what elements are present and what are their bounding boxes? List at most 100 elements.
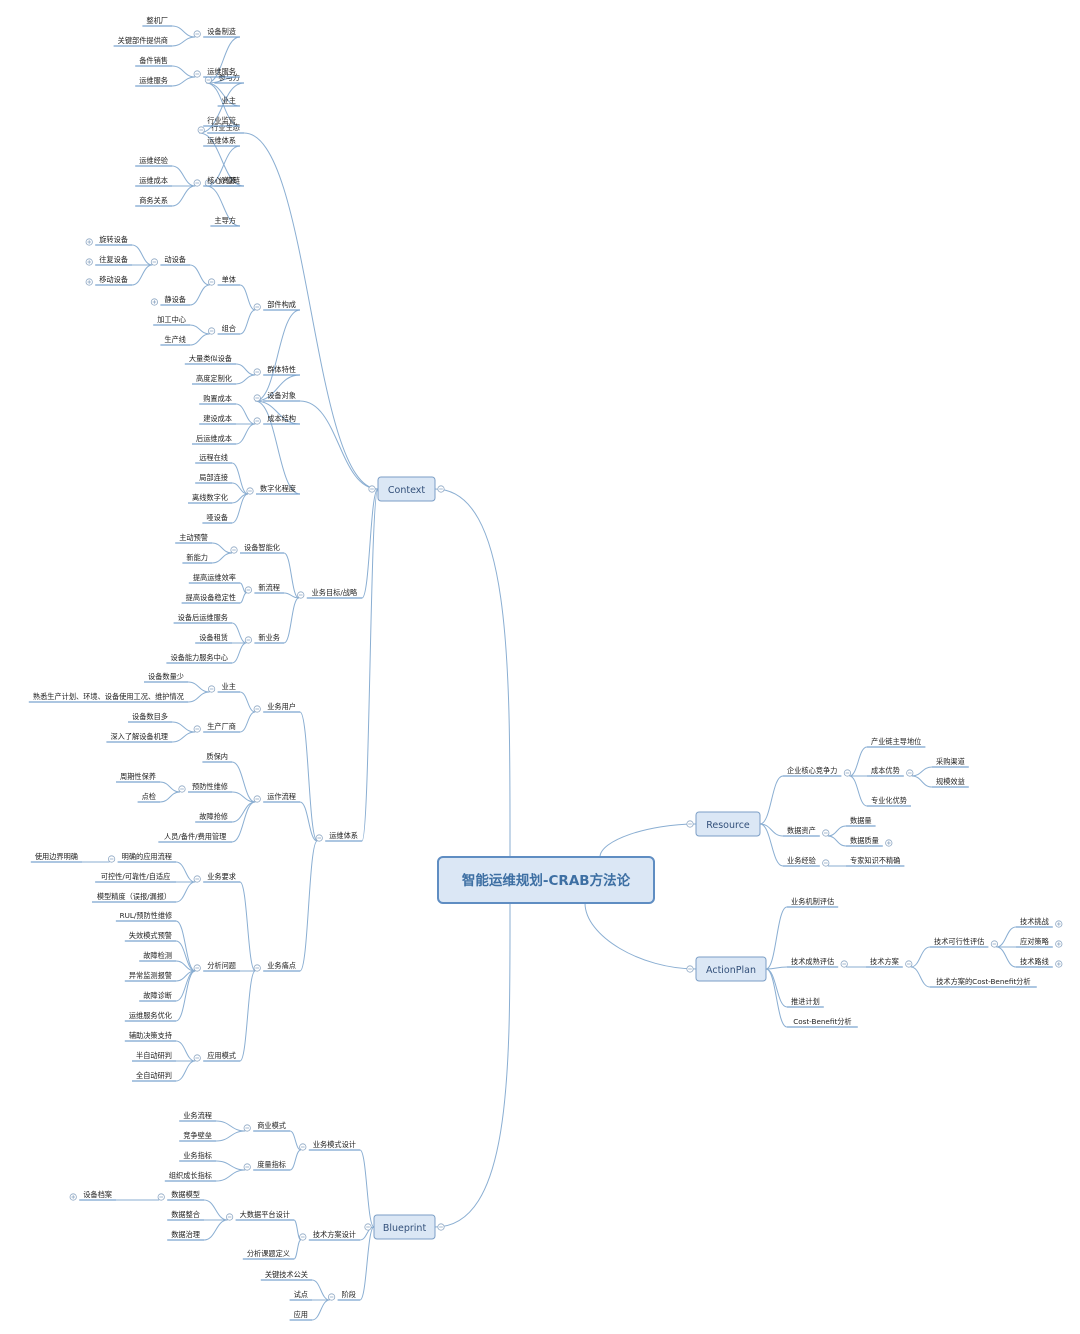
collapse-toggle-icon[interactable] <box>253 795 261 803</box>
collapse-toggle-icon[interactable] <box>297 591 305 599</box>
topic-context-3-1-1-1[interactable]: 点检 <box>137 792 160 803</box>
topic-context-3-2-1-2[interactable]: 故障检测 <box>139 951 176 962</box>
collapse-toggle-icon[interactable] <box>208 278 216 286</box>
topic-actionplan-1-0-1[interactable]: 技术方案的Cost-Benefit分析 <box>930 977 1037 988</box>
topic-blueprint-0-1[interactable]: 度量指标 <box>243 1160 290 1171</box>
topic-blueprint-2[interactable]: 阶段 <box>327 1290 360 1301</box>
topic-context-3-2-1-3[interactable]: 异常监测报警 <box>124 971 176 982</box>
topic-context-2[interactable]: 业务目标/战略 <box>297 588 362 599</box>
topic-context-1-3-2[interactable]: 离线数字化 <box>188 493 232 504</box>
branch-blueprint[interactable]: Blueprint <box>373 1214 436 1240</box>
topic-context-1-0-1-0[interactable]: 加工中心 <box>153 315 190 326</box>
expand-toggle-icon[interactable] <box>885 839 893 847</box>
topic-context-1-1[interactable]: 群体特性 <box>253 365 300 376</box>
topic-actionplan-3[interactable]: Cost-Benefit分析 <box>787 1017 858 1028</box>
expand-toggle-icon[interactable] <box>85 258 93 266</box>
topic-blueprint-1-0-0-0[interactable]: 设备档案 <box>69 1190 116 1201</box>
topic-actionplan-1[interactable]: 技术成熟评估 <box>787 957 848 968</box>
topic-actionplan-1-0-0-1[interactable]: 应对策略 <box>1016 937 1063 948</box>
collapse-toggle-icon[interactable] <box>193 964 201 972</box>
topic-context-1-0-1-1[interactable]: 生产线 <box>160 335 190 346</box>
topic-context-0-0-3[interactable]: 行业监管 <box>203 116 240 127</box>
topic-context-3-2-0-1[interactable]: 可控性/可靠性/自适应 <box>95 872 176 883</box>
topic-context-2-0[interactable]: 设备智能化 <box>230 543 284 554</box>
topic-actionplan-0[interactable]: 业务机制评估 <box>787 897 839 908</box>
collapse-toggle-icon[interactable] <box>327 1293 336 1301</box>
topic-context-0-0-1-1[interactable]: 运维服务 <box>135 76 172 87</box>
topic-context-1-1-1[interactable]: 高度定制化 <box>192 374 236 385</box>
topic-resource-0-1-0[interactable]: 采购渠道 <box>932 757 969 768</box>
topic-context-0-1-1[interactable]: 核心资源 <box>193 176 240 187</box>
collapse-toggle-icon[interactable] <box>364 1223 372 1231</box>
collapse-toggle-icon[interactable] <box>253 303 261 311</box>
topic-actionplan-1-0-0-0[interactable]: 技术挑战 <box>1016 917 1063 928</box>
topic-context-3[interactable]: 运维体系 <box>315 831 362 842</box>
topic-context-1-0[interactable]: 部件构成 <box>253 300 300 311</box>
branch-resource[interactable]: Resource <box>695 811 761 837</box>
topic-resource-0-0[interactable]: 产业链主导地位 <box>867 737 926 748</box>
topic-context-1-3[interactable]: 数字化程度 <box>246 484 300 495</box>
topic-context-3-2-0-0[interactable]: 明确的应用流程 <box>108 852 176 863</box>
topic-context-3-2-1-1[interactable]: 失效模式预警 <box>124 931 176 942</box>
topic-blueprint-2-0[interactable]: 关键技术公关 <box>260 1270 312 1281</box>
collapse-toggle-icon[interactable] <box>108 855 116 863</box>
collapse-toggle-icon[interactable] <box>840 960 848 968</box>
collapse-toggle-icon[interactable] <box>193 1054 201 1062</box>
collapse-toggle-icon[interactable] <box>437 485 445 493</box>
topic-context-3-1-3[interactable]: 人员/备件/费用管理 <box>158 832 232 843</box>
topic-context-1-0-0-0-2[interactable]: 移动设备 <box>85 275 132 286</box>
topic-context-3-2-2-2[interactable]: 全自动研判 <box>132 1071 176 1082</box>
topic-context-3-2-1-0[interactable]: RUL/预防性维修 <box>115 911 176 922</box>
collapse-toggle-icon[interactable] <box>208 685 216 693</box>
topic-context-0-1-1-0[interactable]: 运维经验 <box>135 156 172 167</box>
collapse-toggle-icon[interactable] <box>299 1233 307 1241</box>
collapse-toggle-icon[interactable] <box>193 875 201 883</box>
topic-blueprint-0-0[interactable]: 商业模式 <box>243 1121 290 1132</box>
topic-context-2-1[interactable]: 新流程 <box>244 583 284 594</box>
topic-blueprint-1-0-2[interactable]: 数据治理 <box>167 1230 204 1241</box>
topic-resource-0[interactable]: 企业核心竞争力 <box>783 766 852 777</box>
topic-context-0[interactable]: 行业生态 <box>197 123 244 134</box>
topic-context-3-2-0[interactable]: 业务要求 <box>193 872 240 883</box>
topic-context-2-2-1[interactable]: 设备租赁 <box>195 633 232 644</box>
collapse-toggle-icon[interactable] <box>843 769 852 777</box>
collapse-toggle-icon[interactable] <box>243 1124 251 1132</box>
collapse-toggle-icon[interactable] <box>246 487 254 495</box>
branch-context[interactable]: Context <box>377 476 436 502</box>
topic-context-1-3-0[interactable]: 远程在线 <box>195 453 232 464</box>
topic-context-0-1-1-1[interactable]: 运维成本 <box>135 176 172 187</box>
topic-context-3-0-1-0[interactable]: 设备数目多 <box>128 712 172 723</box>
topic-context-3-0-0-1[interactable]: 熟悉生产计划、环境、设备使用工况、维护情况 <box>28 692 188 703</box>
collapse-toggle-icon[interactable] <box>243 1163 251 1171</box>
topic-actionplan-1-0[interactable]: 技术方案 <box>866 957 913 968</box>
topic-context-2-0-1[interactable]: 新能力 <box>182 553 212 564</box>
topic-blueprint-1-0[interactable]: 大数据平台设计 <box>226 1210 294 1221</box>
topic-actionplan-2[interactable]: 推进计划 <box>787 997 824 1008</box>
topic-resource-0-1[interactable]: 成本优势 <box>867 766 914 777</box>
topic-context-3-2-0-2[interactable]: 模型精度（误报/漏报） <box>91 892 176 903</box>
collapse-toggle-icon[interactable] <box>150 258 158 266</box>
topic-blueprint-2-1[interactable]: 试点 <box>289 1290 312 1301</box>
topic-context-1-2[interactable]: 成本结构 <box>253 414 300 425</box>
topic-context-1[interactable]: 设备对象 <box>253 391 300 402</box>
collapse-toggle-icon[interactable] <box>253 417 261 425</box>
topic-context-3-2-2-1[interactable]: 半自动研判 <box>132 1051 176 1062</box>
topic-context-3-2-1-4[interactable]: 故障诊断 <box>139 991 176 1002</box>
topic-context-0-0-0[interactable]: 设备制造 <box>193 27 240 38</box>
collapse-toggle-icon[interactable] <box>253 394 261 402</box>
topic-context-0-0-0-1[interactable]: 关键部件提供商 <box>113 36 172 47</box>
topic-context-2-2-2[interactable]: 设备能力服务中心 <box>166 653 232 664</box>
collapse-toggle-icon[interactable] <box>253 964 261 972</box>
topic-context-0-0-1-0[interactable]: 备件销售 <box>135 56 172 67</box>
topic-context-0-1-1-2[interactable]: 商务关系 <box>135 196 172 207</box>
collapse-toggle-icon[interactable] <box>686 965 694 973</box>
collapse-toggle-icon[interactable] <box>906 769 914 777</box>
collapse-toggle-icon[interactable] <box>686 820 694 828</box>
topic-context-2-1-1[interactable]: 提高设备稳定性 <box>181 593 240 604</box>
topic-context-2-2-0[interactable]: 设备后运维服务 <box>173 613 232 624</box>
topic-blueprint-1-0-0[interactable]: 数据模型 <box>157 1190 204 1201</box>
topic-resource-2[interactable]: 业务经验 <box>783 856 830 867</box>
topic-context-1-2-1[interactable]: 建设成本 <box>199 414 236 425</box>
topic-context-3-0-1[interactable]: 生产厂商 <box>193 722 240 733</box>
expand-toggle-icon[interactable] <box>1055 940 1063 948</box>
